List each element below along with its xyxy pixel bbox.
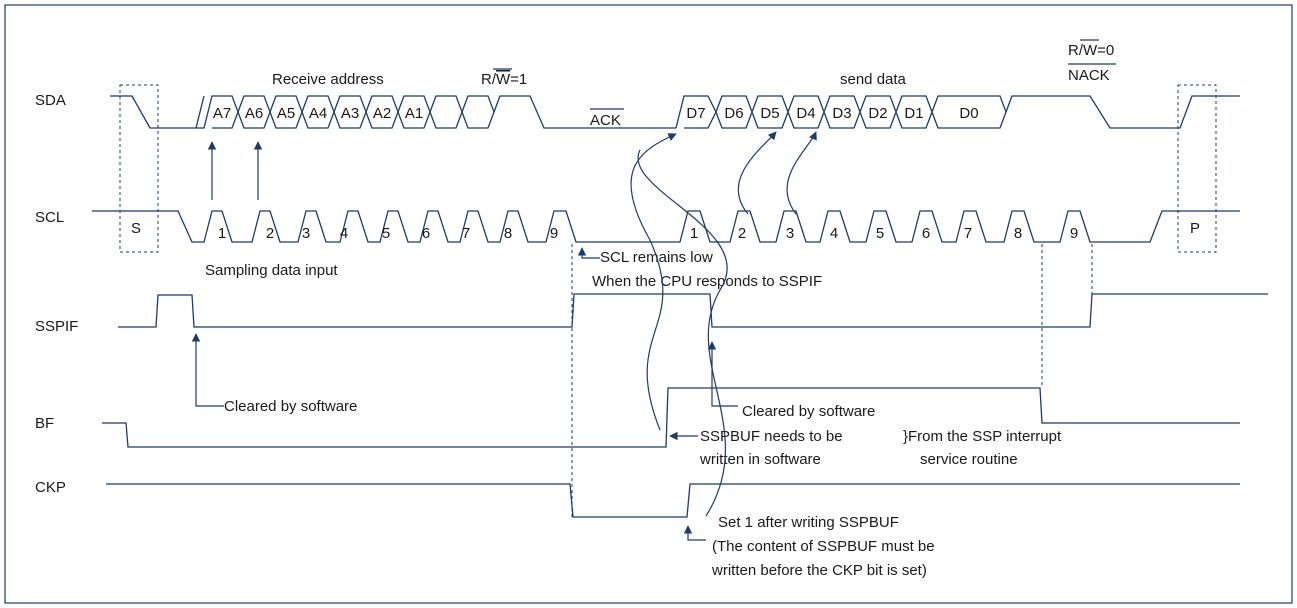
scl-pulse-number: 9 [550,225,558,242]
rw0-label: R/W=0 [1068,42,1114,59]
data-bit-label: D4 [796,105,815,122]
address-bit-label: A5 [277,105,295,122]
scl-waveform [92,210,1240,243]
rw1-label: R/W=1 [481,71,527,88]
from-ssp-label-2: service routine [920,451,1018,468]
data-bit-label: D0 [959,105,978,122]
scl-pulse-number: 3 [302,225,310,242]
curve-arrow-d5 [786,131,817,215]
sspif-waveform [118,293,1268,328]
data-bit-label: D1 [904,105,923,122]
scl-pulse-number: 6 [922,225,930,242]
scl-pulse-number: 9 [1070,225,1078,242]
scl-pulse-number: 1 [218,225,226,242]
bf-waveform [102,387,1240,448]
send-data-label: send data [840,71,907,88]
scl-pulse-number: 1 [690,225,698,242]
scl-pulse-number: 2 [266,225,274,242]
cleared-label-2: Cleared by software [742,403,875,420]
stop-condition-box [1177,84,1217,253]
data-bit-label: D3 [832,105,851,122]
set1-label-2: (The content of SSPBUF must be [712,538,935,555]
address-bit-label: A1 [405,105,423,122]
stop-label: P [1190,220,1200,237]
sspif-clear-arrow [191,333,224,407]
address-bit-labels: A7 A6 A5 A4 A3 A2 A1 [213,105,423,122]
scl-pulse-number: 5 [876,225,884,242]
scl-pulse-number: 7 [462,225,470,242]
data-bit-label: D7 [686,105,705,122]
address-bit-label: A2 [373,105,391,122]
sda-label: SDA [35,92,66,109]
address-bit-label: A3 [341,105,359,122]
scl-pulse-number: 6 [422,225,430,242]
sda-waveform [110,95,1240,129]
sampling-label: Sampling data input [205,262,338,279]
curve-arrow-ckp [637,149,728,517]
scl-pulse-number: 5 [382,225,390,242]
scl-pulse-number: 2 [738,225,746,242]
sspif-clear-arrow-2 [707,341,738,407]
data-bit-label: D2 [868,105,887,122]
scl-low-arrow [577,247,600,259]
scl-pulse-number: 4 [340,225,348,242]
ack-label: ACK [590,112,621,129]
address-bit-label: A4 [309,105,327,122]
start-label: S [131,220,141,237]
set1-label-3: written before the CKP bit is set) [711,562,927,579]
scl-pulse-numbers-address: 1 2 3 4 5 6 7 8 9 [218,225,558,242]
sspbuf-write-label-1: SSPBUF needs to be [700,428,843,445]
sspbuf-write-label-2: written in software [699,451,821,468]
address-bit-label: A6 [245,105,263,122]
curve-arrow-d6 [737,131,777,215]
cpu-responds-label: When the CPU responds to SSPIF [592,273,822,290]
scl-pulse-number: 3 [786,225,794,242]
address-bit-label: A7 [213,105,231,122]
data-bit-labels: D7 D6 D5 D4 D3 D2 D1 D0 [686,105,978,122]
data-bit-label: D6 [724,105,743,122]
diagram-frame [4,4,1293,604]
ckp-label: CKP [35,479,66,496]
set1-label-1: Set 1 after writing SSPBUF [718,514,899,531]
receive-address-label: Receive address [272,71,384,88]
scl-label: SCL [35,209,64,226]
curve-arrow-d7 [630,133,677,431]
sspif-label: SSPIF [35,318,78,335]
scl-pulse-number: 8 [504,225,512,242]
from-ssp-label-1: }From the SSP interrupt [903,428,1062,445]
scl-pulse-number: 7 [964,225,972,242]
ckp-set-arrow [683,525,706,541]
scl-pulse-numbers-data: 1 2 3 4 5 6 7 8 9 [690,225,1078,242]
nack-label: NACK [1068,67,1110,84]
scl-pulse-number: 4 [830,225,838,242]
bf-label: BF [35,415,54,432]
data-bit-label: D5 [760,105,779,122]
start-condition-box [119,84,159,253]
ckp-waveform [106,483,1240,518]
scl-pulse-number: 8 [1014,225,1022,242]
cleared-label-1: Cleared by software [224,398,357,415]
